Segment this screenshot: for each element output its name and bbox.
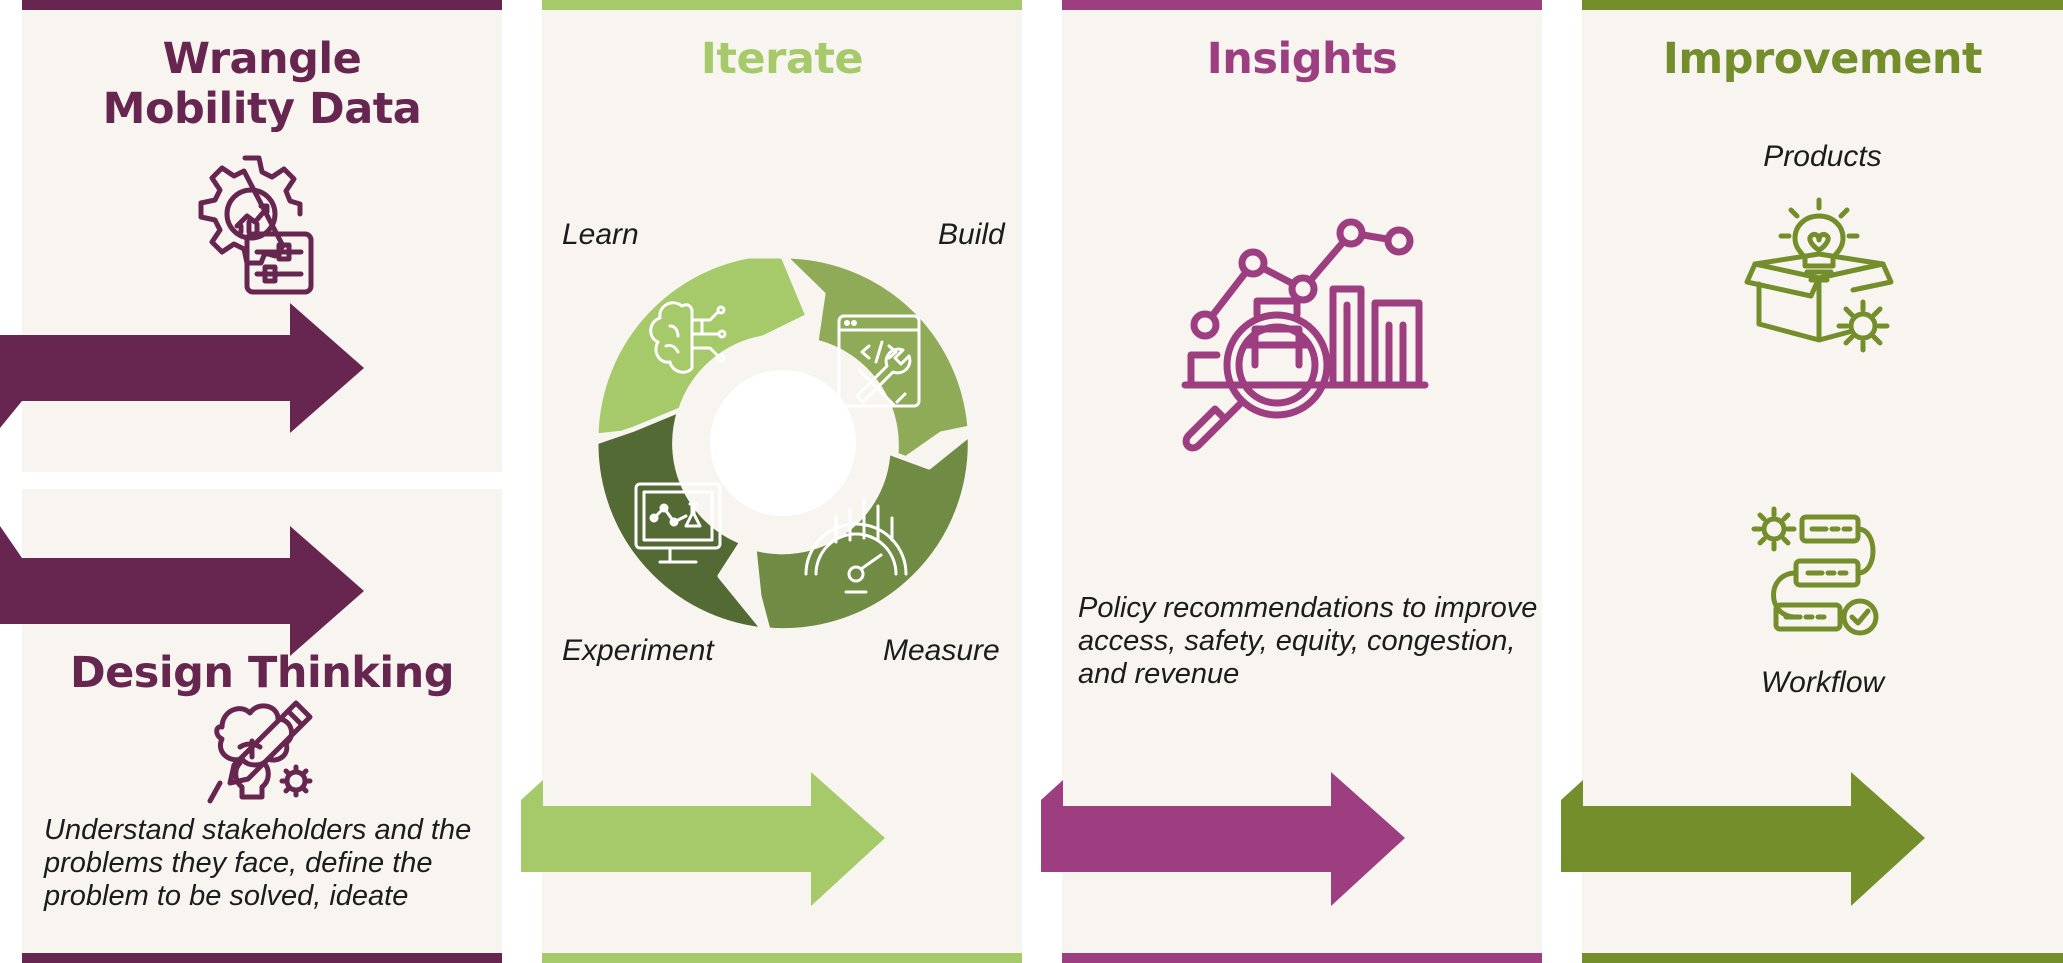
gauge-chart-icon <box>804 498 908 594</box>
workflow-label: Workflow <box>1760 666 1885 699</box>
cycle-segment-learn <box>593 253 811 439</box>
iterate-title: Iterate <box>700 34 864 84</box>
insights-top-bar <box>1062 0 1542 10</box>
stage-label-experiment: Experiment <box>562 634 714 667</box>
improvement-title: Improvement <box>1662 34 1983 84</box>
insights-title: Insights <box>1206 34 1398 84</box>
insights-description: Policy recommendations to improve access… <box>1078 592 1538 690</box>
improvement-top-bar <box>1582 0 2063 10</box>
insights-panel <box>1062 10 1542 953</box>
gear-chart-settings-icon <box>198 155 314 295</box>
improvement-panel <box>1582 10 2063 953</box>
brain-pencil-lightbulb-icon <box>207 700 313 804</box>
wrangle-title: Wrangle Mobility Data <box>102 34 422 134</box>
monitor-experiment-icon <box>634 482 722 564</box>
stage-label-learn: Learn <box>562 218 639 251</box>
insights-arrow <box>1041 772 1405 906</box>
design-title: Design Thinking <box>69 648 455 698</box>
iterate-top-bar <box>542 0 1022 10</box>
lightbulb-box-gear-icon <box>1744 197 1894 353</box>
brain-circuit-icon <box>649 301 727 374</box>
iterate-arrow <box>521 772 885 906</box>
stage-label-measure: Measure <box>883 634 1000 667</box>
workflow-gears-icon <box>1751 506 1879 636</box>
iterate-cycle <box>593 253 973 634</box>
magnifier-chart-icon <box>1181 218 1429 452</box>
stage-label-build: Build <box>938 218 1005 251</box>
design-bottom-bar <box>22 953 502 963</box>
wrangle-arrow <box>0 303 364 433</box>
code-tools-icon <box>837 314 921 408</box>
cycle-segment-measure <box>751 431 973 634</box>
improvement-bottom-bar <box>1582 953 2063 963</box>
wrangle-top-bar <box>22 0 502 10</box>
products-label: Products <box>1763 140 1882 173</box>
design-description: Understand stakeholders and the problems… <box>44 814 472 912</box>
iterate-bottom-bar <box>542 953 1022 963</box>
design-arrow <box>0 526 364 656</box>
insights-bottom-bar <box>1062 953 1542 963</box>
improvement-arrow <box>1561 772 1925 906</box>
